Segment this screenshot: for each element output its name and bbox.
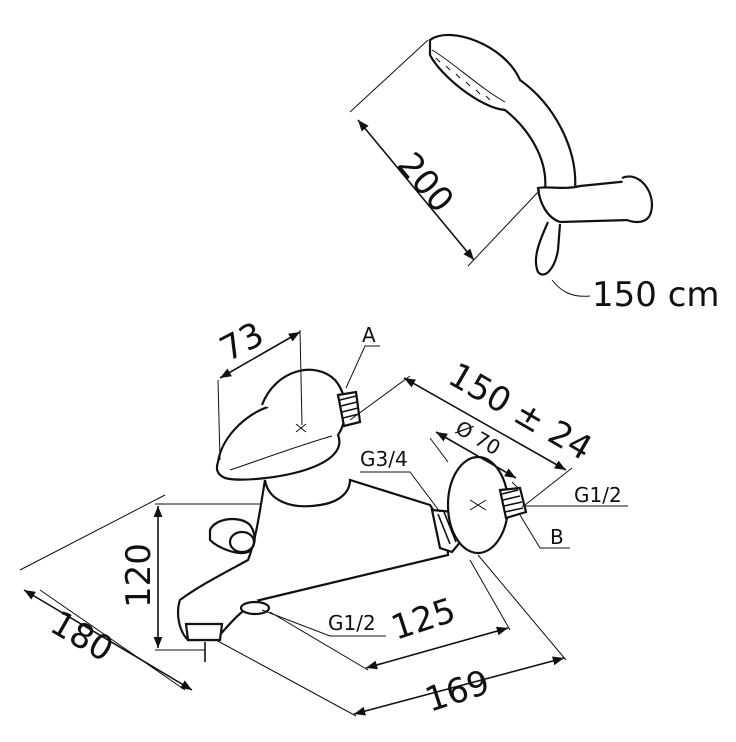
- hose-length-label: 150 cm: [592, 275, 720, 315]
- inlet-thread-right-label: G1/2: [574, 483, 622, 507]
- inlet-thread-bottom-label: G1/2: [328, 611, 376, 635]
- cover-diameter-label: Ø 70: [452, 416, 505, 461]
- overall-width-label: 169: [420, 662, 494, 720]
- point-a-label: A: [362, 323, 376, 347]
- depth-label: 180: [44, 603, 120, 670]
- mixer-dimension-lines: [19, 329, 628, 717]
- hand-shower-illustration: [428, 33, 653, 297]
- spout-length-label: 125: [386, 590, 460, 648]
- shower-length-dimension: [349, 39, 541, 267]
- handle-offset-label: 73: [213, 314, 270, 370]
- height-label: 120: [119, 543, 159, 608]
- point-b-label: B: [550, 525, 564, 549]
- mixer-body-illustration: [177, 368, 528, 662]
- outlet-thread-label: G3/4: [360, 447, 408, 471]
- shower-length-label: 200: [389, 145, 461, 220]
